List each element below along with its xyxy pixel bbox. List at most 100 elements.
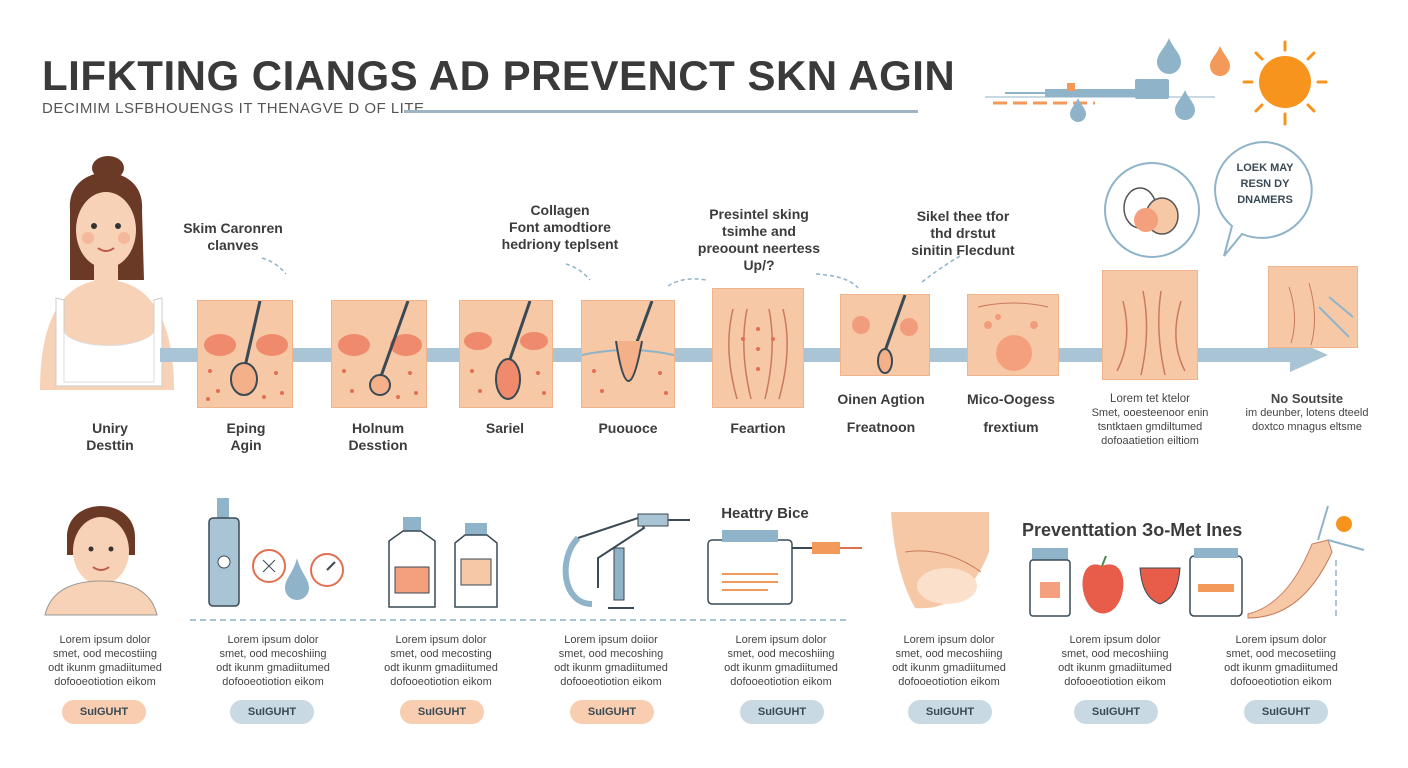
text-line: smet, ood mecoshiing bbox=[727, 648, 835, 660]
wrinkle-lines-illustration bbox=[1116, 290, 1186, 376]
text-line: Lorem ipsum dolor bbox=[1235, 634, 1327, 646]
section-divider bbox=[190, 619, 850, 621]
skin-cells-icon bbox=[1104, 162, 1200, 258]
text-line: Lorem ipsum dolor bbox=[735, 634, 827, 646]
hair-follicle-icon bbox=[338, 301, 422, 399]
stage-line: Eping bbox=[226, 420, 266, 436]
column-text: Lorem ipsum dolor smet, ood mecosting od… bbox=[366, 633, 516, 689]
hair-follicle-icon bbox=[582, 301, 674, 395]
submit-button[interactable]: SuIGUHT bbox=[62, 700, 146, 724]
speech-line: RESN DY bbox=[1240, 178, 1290, 190]
text-line: smet, ood mecostiing bbox=[53, 648, 157, 660]
stage-line: Puouoce bbox=[598, 420, 658, 436]
text-line: dofooeotiotion eikom bbox=[730, 676, 832, 688]
callout-line: thd drstut bbox=[930, 225, 996, 241]
submit-button[interactable]: SuIGUHT bbox=[1244, 700, 1328, 724]
skin-cross-section-tile bbox=[581, 300, 675, 408]
skin-cross-section-tile bbox=[840, 294, 930, 376]
callout-line: Sikel thee tfor bbox=[916, 208, 1010, 224]
speech-bubble bbox=[1214, 140, 1313, 257]
text-line: smet, ood mecoshiing bbox=[895, 648, 1003, 660]
serum-bottle-icon bbox=[208, 498, 344, 607]
hair-follicle-icon bbox=[204, 301, 288, 401]
callout-line: hedriony teplsent bbox=[501, 236, 619, 252]
stage-label: Sariel bbox=[455, 420, 555, 437]
sun-icon bbox=[1242, 40, 1328, 126]
section-divider bbox=[1335, 560, 1337, 620]
stage-line: Freatnoon bbox=[846, 419, 916, 435]
flexed-arm-icon bbox=[1189, 505, 1365, 619]
desc-line: im deunber, lotens dteeld bbox=[1245, 407, 1369, 419]
column-text: Lorem ipsum dolor smet, ood mecoshiing o… bbox=[198, 633, 348, 689]
skin-cross-section-tile bbox=[1102, 270, 1198, 380]
skincare-jar-icon bbox=[388, 517, 498, 608]
text-line: Lorem ipsum dolor bbox=[59, 634, 151, 646]
supplement-jar-icon bbox=[1029, 548, 1181, 617]
hair-follicle-icon bbox=[852, 295, 918, 374]
text-line: dofooeotiotion eikom bbox=[390, 676, 492, 688]
hair-follicle-icon bbox=[464, 301, 548, 400]
submit-button[interactable]: SuIGUHT bbox=[570, 700, 654, 724]
submit-button[interactable]: SuIGUHT bbox=[740, 700, 824, 724]
callout-line: Up/? bbox=[743, 257, 775, 273]
callout-line: Skim Caronren bbox=[183, 220, 283, 236]
stage-line: frextium bbox=[983, 419, 1039, 435]
water-drop-icon bbox=[1157, 38, 1181, 74]
woman-portrait-illustration bbox=[40, 156, 174, 390]
skin-cross-section-tile bbox=[197, 300, 293, 408]
title-divider bbox=[404, 110, 918, 113]
water-drop-icon bbox=[1175, 90, 1195, 120]
stage-line: Desstion bbox=[348, 437, 408, 453]
stage-line: Mico-Oogess bbox=[967, 391, 1055, 407]
neck-skin-illustration bbox=[891, 512, 989, 609]
submit-button[interactable]: SuIGUHT bbox=[230, 700, 314, 724]
tomato-icon bbox=[1139, 567, 1181, 605]
text-line: odt ikunm gmadiitumed bbox=[216, 662, 330, 674]
stage-line: Desttin bbox=[86, 437, 134, 453]
desc-line: tsntktaen gmdiltumed bbox=[1097, 421, 1203, 433]
text-line: Lorem ipsum dolor bbox=[1069, 634, 1161, 646]
skin-texture-illustration bbox=[977, 302, 1049, 371]
column-text: Lorem ipsum doiior smet, ood mecoshing o… bbox=[536, 633, 686, 689]
text-line: dofooeotiotion eikom bbox=[560, 676, 662, 688]
column-text: Lorem ipsum dolor smet, ood mecoshiing o… bbox=[706, 633, 856, 689]
speech-line: LOEK MAY bbox=[1236, 162, 1294, 174]
text-line: smet, ood mecoshiing bbox=[1061, 648, 1169, 660]
text-line: dofooeotiotion eikom bbox=[898, 676, 1000, 688]
stage-line: Oinen Agtion bbox=[837, 391, 925, 407]
text-line: dofooeotiotion eikom bbox=[222, 676, 324, 688]
callout-line: preoount neertess bbox=[697, 240, 821, 256]
submit-button[interactable]: SuIGUHT bbox=[908, 700, 992, 724]
text-line: odt ikunm gmadiitumed bbox=[554, 662, 668, 674]
stage-line bbox=[820, 408, 942, 419]
callout-line: sinitin Flecdunt bbox=[911, 242, 1015, 258]
desc-line: Lorem tet ktelor bbox=[1110, 393, 1190, 405]
stage-label: Holnum Desstion bbox=[328, 420, 428, 454]
submit-button[interactable]: SuIGUHT bbox=[1074, 700, 1158, 724]
submit-button[interactable]: SuIGUHT bbox=[400, 700, 484, 724]
desc-line: Smet, ooesteenoor enin bbox=[1091, 407, 1209, 419]
desc-line: doxtco mnagus eltsme bbox=[1251, 421, 1363, 433]
skin-cross-section-tile bbox=[1268, 266, 1358, 348]
stage-line: Agin bbox=[230, 437, 262, 453]
column-text: Lorem ipsum dolor smet, ood mecoshiing o… bbox=[1040, 633, 1190, 689]
text-line: Lorem ipsum dolor bbox=[227, 634, 319, 646]
desc-line: No Soutsite bbox=[1270, 391, 1344, 406]
column-text: Lorem ipsum dolor smet, ood mecoshiing o… bbox=[874, 633, 1024, 689]
desc-line: dofoaatietion eiltiom bbox=[1101, 435, 1199, 447]
prevention-heading: Preventtation Зo-Met Ines bbox=[1022, 520, 1243, 540]
text-line: Lorem ipsum doiior bbox=[564, 634, 658, 646]
stage-line: Feartion bbox=[730, 420, 786, 436]
text-line: smet, ood mecosting bbox=[390, 648, 492, 660]
page-subtitle: DECIMIM LSFBHOUENGS IT THENAGVE D OF LIT… bbox=[42, 100, 425, 117]
callout-line: Font amodtiore bbox=[509, 219, 611, 235]
page-title: LIFKTING CIANGS AD PREVENCT SKN AGIN bbox=[42, 52, 956, 99]
speech-bubble-text: LOEK MAY RESN DY DNAMERS bbox=[1215, 160, 1315, 208]
stage-label: Feartion bbox=[708, 420, 808, 437]
laser-device-icon bbox=[707, 530, 862, 605]
stage-label: Puouoce bbox=[578, 420, 678, 437]
text-line: dofooeotiotion eikom bbox=[54, 676, 156, 688]
water-drop-icon bbox=[1210, 46, 1230, 76]
stage-line: Uniry bbox=[92, 420, 128, 436]
text-line: smet, ood mecoshing bbox=[558, 648, 664, 660]
